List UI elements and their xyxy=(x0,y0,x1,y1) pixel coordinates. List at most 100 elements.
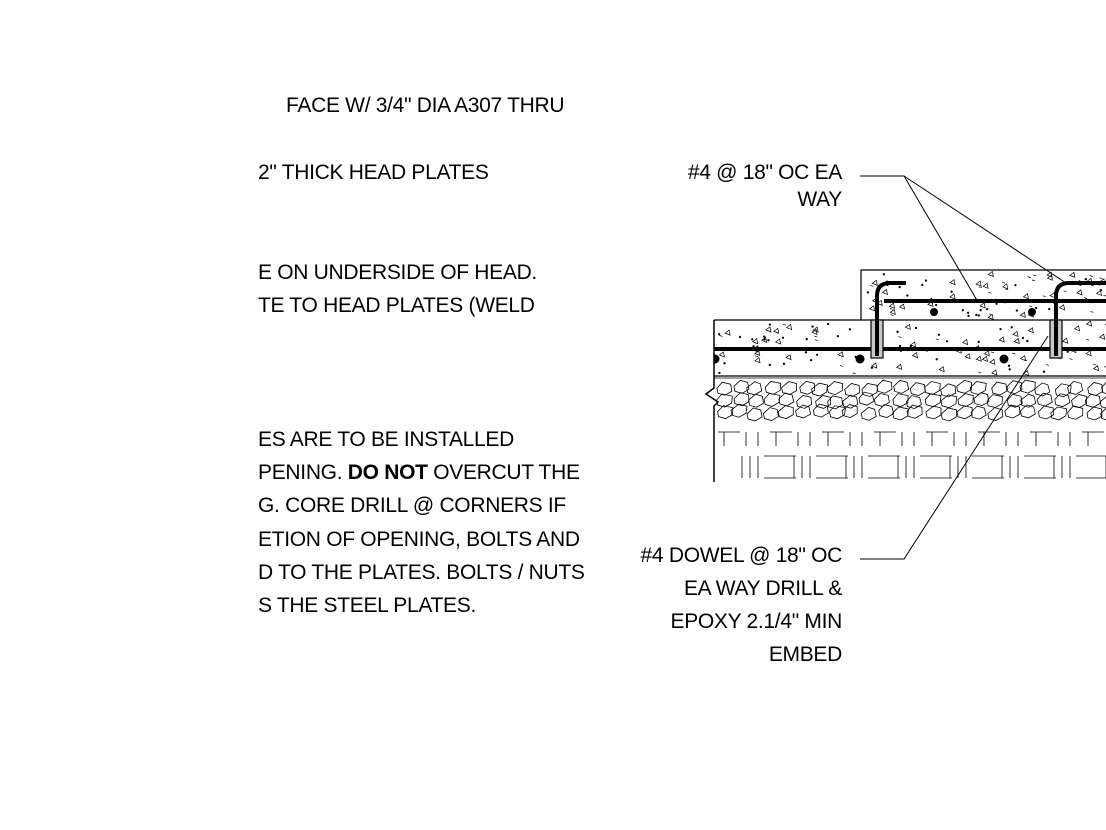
gravel-stone xyxy=(878,404,895,418)
aggregate-mark xyxy=(754,349,761,357)
aggregate-dash xyxy=(1099,277,1103,279)
aggregate-dot xyxy=(896,330,899,333)
section-body xyxy=(714,269,1106,479)
callout-top-rebar: #4 @ 18" OC EA WAY xyxy=(688,160,842,212)
aggregate-dot xyxy=(967,314,970,318)
gravel-stone xyxy=(909,382,926,396)
gravel-stone xyxy=(969,381,987,395)
gravel-stone xyxy=(1006,380,1023,395)
aggregate-mark xyxy=(773,327,780,334)
gravel-stone xyxy=(795,404,812,419)
aggregate-dot xyxy=(870,366,874,369)
gravel-stone xyxy=(763,392,781,407)
gravel-stone xyxy=(827,395,844,410)
aggregate-dot xyxy=(826,322,830,326)
aggregate-dot xyxy=(768,363,771,366)
gravel-stone xyxy=(986,394,1003,409)
gravel-stone xyxy=(1054,393,1071,408)
aggregate-dash xyxy=(1045,364,1050,366)
aggregate-dot xyxy=(811,325,814,328)
aggregate-dot xyxy=(914,326,918,330)
gravel-stone xyxy=(796,394,813,409)
aggregate-dot xyxy=(975,313,978,316)
aggregate-dot xyxy=(738,335,742,338)
aggregate-mark xyxy=(765,326,772,333)
aggregate-dash xyxy=(782,323,786,326)
aggregate-dash xyxy=(1090,311,1094,313)
aggregate-dot xyxy=(781,336,785,339)
aggregate-dash xyxy=(988,291,992,294)
aggregate-mark xyxy=(987,313,994,321)
callout-top-line-2: WAY xyxy=(797,188,842,211)
aggregate-mark xyxy=(1085,320,1093,327)
gravel-stone xyxy=(892,406,909,421)
aggregate-mark xyxy=(979,302,986,309)
aggregate-mark xyxy=(1019,311,1026,318)
gravel-stone xyxy=(777,405,794,420)
aggregate-mark xyxy=(871,279,878,286)
aggregate-dash xyxy=(1033,274,1037,277)
aggregate-dot xyxy=(966,311,970,314)
gravel-stone xyxy=(764,380,782,395)
aggregate-dot xyxy=(718,371,721,375)
aggregate-dot xyxy=(906,294,909,297)
aggregate-mark xyxy=(964,353,971,360)
gravel-stone xyxy=(1037,405,1054,420)
aggregate-dash xyxy=(814,339,818,341)
aggregate-dash xyxy=(1092,363,1096,366)
aggregate-dash xyxy=(1001,281,1006,284)
aggregate-dot xyxy=(977,314,980,317)
aggregate-dot xyxy=(1099,289,1103,292)
gravel-stone xyxy=(987,407,1004,422)
aggregate-dot xyxy=(986,307,989,311)
leader-top-b xyxy=(903,175,1067,284)
aggregate-dash xyxy=(852,372,856,375)
gravel-stone xyxy=(925,405,942,420)
gravel-stone xyxy=(973,392,990,407)
break-line xyxy=(704,320,720,482)
gravel-stone xyxy=(748,393,764,408)
aggregate-mark xyxy=(904,323,911,330)
aggregate-dash xyxy=(889,307,893,310)
gravel-stone xyxy=(1004,404,1021,419)
rebar-dot xyxy=(714,354,720,364)
gravel-stone xyxy=(940,394,958,409)
aggregate-dot xyxy=(782,362,786,365)
aggregate-mark xyxy=(991,369,998,376)
aggregate-mark xyxy=(785,354,792,361)
soil-layer xyxy=(718,431,1106,479)
aggregate-dot xyxy=(979,308,982,312)
aggregate-dot xyxy=(836,334,840,338)
note-emphasis: DO NOT xyxy=(347,461,428,484)
gravel-stone xyxy=(1034,382,1051,397)
aggregate-mark xyxy=(751,338,759,345)
aggregate-dash xyxy=(935,338,939,341)
gravel-stone xyxy=(860,406,877,421)
aggregate-mark xyxy=(871,362,878,369)
aggregate-dot xyxy=(1066,350,1069,353)
aggregate-mark xyxy=(1012,330,1019,338)
aggregate-dash xyxy=(898,336,902,338)
aggregate-dash xyxy=(870,285,874,287)
aggregate-mark xyxy=(774,338,782,345)
aggregate-mark xyxy=(1022,369,1029,377)
note-line-6-c: OVERCUT THE xyxy=(427,461,580,484)
aggregate-dash xyxy=(1023,359,1028,361)
gravel-stone xyxy=(1099,396,1106,409)
aggregate-dash xyxy=(978,286,982,289)
gravel-stone xyxy=(957,393,974,407)
aggregate-mark xyxy=(998,336,1005,343)
gravel-stone xyxy=(1006,393,1023,408)
gravel-stone xyxy=(781,381,798,396)
gravel-stone xyxy=(812,403,829,418)
gravel-stone xyxy=(956,379,973,394)
aggregate-mark xyxy=(1027,327,1034,334)
aggregate-dot xyxy=(898,344,902,348)
aggregate-dot xyxy=(921,283,924,286)
aggregate-mark xyxy=(812,326,819,333)
aggregate-dot xyxy=(1026,339,1029,343)
aggregate-dot xyxy=(934,303,938,307)
aggregate-mark xyxy=(1085,350,1092,357)
rebar-dot xyxy=(930,308,938,316)
